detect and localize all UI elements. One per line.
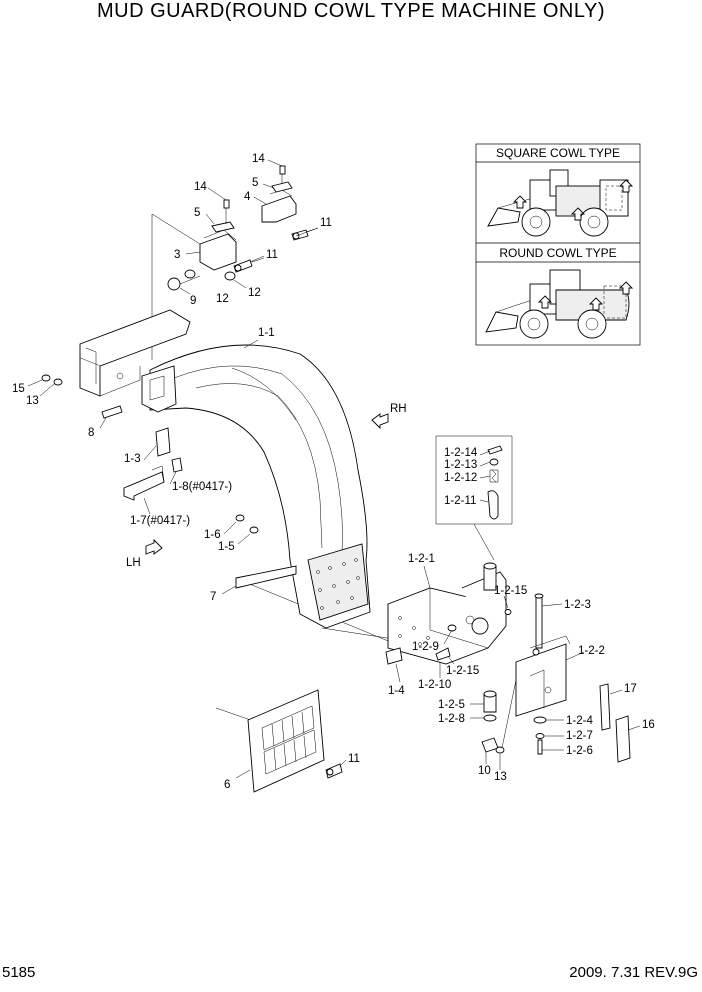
- label-14: 14: [252, 153, 265, 165]
- label-1-2-3: 1-2-3: [564, 599, 591, 611]
- square-cowl-loader-image: [487, 169, 634, 237]
- label-1-2-4: 1-2-4: [566, 715, 593, 727]
- direction-indicators: [145, 413, 389, 555]
- label-1-2-13: 1-2-13: [444, 459, 477, 471]
- page-number: 5185: [2, 964, 36, 981]
- label-1-5: 1-5: [218, 541, 235, 553]
- label-1-2-8: 1-2-8: [438, 713, 465, 725]
- label-1-2-14: 1-2-14: [444, 447, 478, 459]
- label-8: 8: [88, 427, 94, 439]
- label-1-4: 1-4: [388, 685, 405, 697]
- square-cowl-label: SQUARE COWL TYPE: [496, 146, 620, 160]
- label-5: 5: [194, 207, 200, 219]
- label-1-1: 1-1: [258, 327, 275, 339]
- upper-brackets: [167, 165, 319, 291]
- label-1-2-11: 1-2-11: [444, 495, 476, 507]
- label-1-2-1: 1-2-1: [408, 553, 435, 565]
- main-fender: [123, 344, 371, 629]
- label-1-7: 1-7(#0417-): [130, 515, 190, 527]
- lh-label: LH: [126, 557, 141, 569]
- lh-arrow-icon: [145, 538, 163, 555]
- label-4: 4: [244, 191, 251, 203]
- part-labels: 14 5 4 11 14 5 3 11 12 9 12 1-1 15 13 8 …: [12, 153, 655, 791]
- label-15: 15: [12, 383, 25, 395]
- label-1-2-7: 1-2-7: [566, 730, 593, 742]
- label-13: 13: [494, 771, 507, 783]
- revision-date: 2009. 7.31 REV.9G: [569, 964, 698, 981]
- label-11: 11: [348, 753, 360, 765]
- hinge-assembly: [385, 435, 631, 763]
- rear-support-bracket: [41, 309, 191, 419]
- label-leaders: [27, 159, 641, 779]
- label-5: 5: [252, 177, 258, 189]
- label-10: 10: [478, 765, 491, 777]
- label-1-2-9: 1-2-9: [412, 641, 439, 653]
- label-1-2-15: 1-2-15: [446, 665, 479, 677]
- rh-label: RH: [390, 403, 407, 415]
- label-11: 11: [320, 217, 332, 229]
- label-3: 3: [174, 249, 180, 261]
- label-17: 17: [624, 683, 637, 695]
- mud-flap: [247, 689, 343, 793]
- round-cowl-label: ROUND COWL TYPE: [499, 246, 616, 260]
- label-1-2-12: 1-2-12: [444, 472, 477, 484]
- label-11: 11: [266, 249, 278, 261]
- round-cowl-loader-image: [485, 269, 634, 339]
- page-title: MUD GUARD(ROUND COWL TYPE MACHINE ONLY): [96, 0, 606, 22]
- rh-arrow-icon: [371, 413, 389, 430]
- label-13: 13: [26, 395, 39, 407]
- label-1-2-6: 1-2-6: [566, 745, 593, 757]
- label-1-6: 1-6: [204, 529, 221, 541]
- label-16: 16: [642, 719, 655, 731]
- label-1-2-10: 1-2-10: [418, 679, 451, 691]
- label-1-8: 1-8(#0417-): [172, 481, 232, 493]
- label-6: 6: [224, 779, 230, 791]
- label-9: 9: [190, 295, 196, 307]
- label-1-2-15: 1-2-15: [494, 585, 527, 597]
- label-7: 7: [210, 591, 216, 603]
- label-12: 12: [216, 293, 229, 305]
- label-1-3: 1-3: [124, 453, 141, 465]
- label-1-2-5: 1-2-5: [438, 699, 465, 711]
- label-1-2-2: 1-2-2: [578, 645, 605, 657]
- label-14: 14: [194, 181, 207, 193]
- label-12: 12: [248, 287, 261, 299]
- cowl-type-inset: SQUARE COWL TYPE ROUND COWL TYPE: [475, 143, 641, 346]
